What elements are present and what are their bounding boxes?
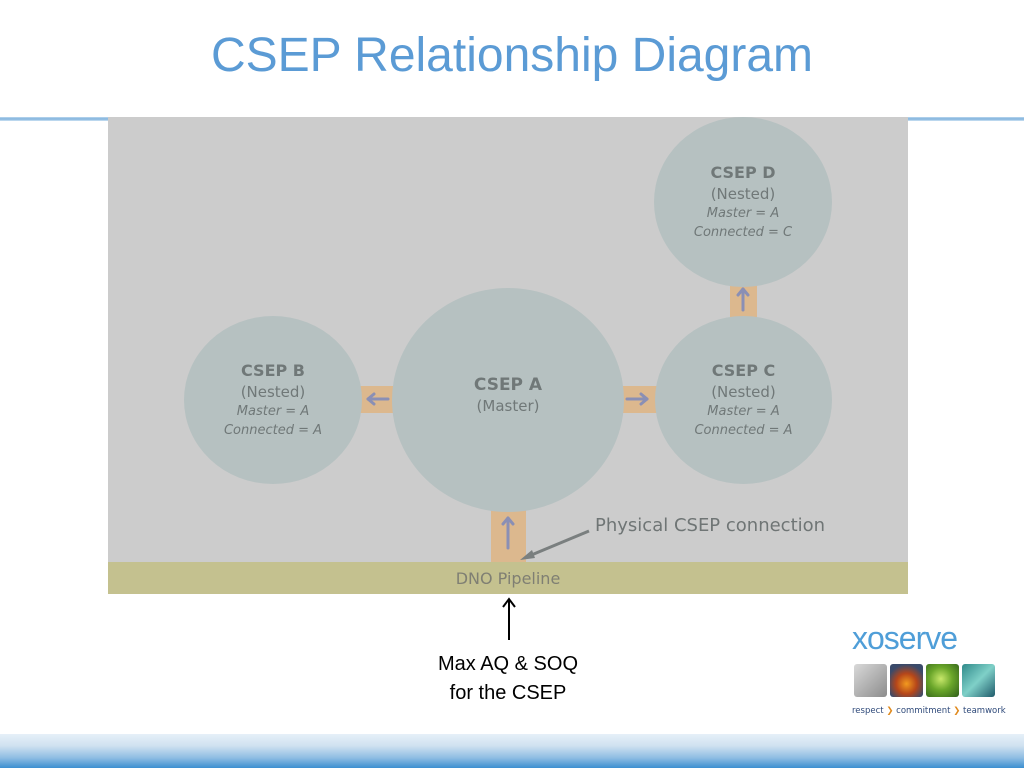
node-master: Master = A [236, 404, 310, 419]
arrow-up-icon [502, 597, 516, 640]
node-role: (Nested) [710, 185, 776, 203]
node-master: Master = A [707, 404, 780, 419]
physical-connection-label: Physical CSEP connection [595, 515, 826, 536]
node-csep-d: CSEP D (Nested) Master = A Connected = C [654, 117, 832, 287]
xoserve-logo: xoserve respect ❯ commitment ❯ teamwork [848, 620, 1006, 718]
node-connected: Connected = A [694, 423, 793, 438]
arrow-up-icon [501, 516, 515, 550]
logo-tile-image [962, 664, 995, 697]
node-role: (Nested) [240, 383, 306, 401]
arrow-right-icon [625, 392, 649, 406]
max-aq-soq-note: Max AQ & SOQ for the CSEP [400, 650, 616, 708]
node-role: (Nested) [711, 383, 776, 401]
logo-tile-image [890, 664, 923, 697]
annotation-pointer [520, 529, 590, 560]
node-csep-a: CSEP A (Master) [392, 288, 624, 512]
node-csep-b: CSEP B (Nested) Master = A Connected = A [184, 316, 362, 484]
node-name: CSEP B [241, 361, 305, 380]
dno-pipeline-bar [108, 562, 908, 594]
footer-band [0, 734, 1024, 768]
logo-tagline: respect ❯ commitment ❯ teamwork [852, 706, 1006, 716]
node-role: (Master) [476, 397, 540, 415]
logo-tile-image [854, 664, 887, 697]
node-master: Master = A [706, 206, 780, 221]
arrow-up-icon [736, 287, 750, 312]
logo-wordmark: xoserve [852, 620, 958, 656]
arrow-left-icon [366, 392, 390, 406]
node-connected: Connected = C [693, 225, 793, 240]
node-connected: Connected = A [223, 423, 323, 438]
dno-pipeline-label: DNO Pipeline [455, 569, 561, 588]
node-name: CSEP A [473, 375, 543, 395]
node-csep-c: CSEP C (Nested) Master = A Connected = A [655, 316, 832, 484]
page-title: CSEP Relationship Diagram [210, 29, 814, 82]
logo-tile-image [926, 664, 959, 697]
note-line-2: for the CSEP [449, 682, 567, 704]
note-line-1: Max AQ & SOQ [437, 653, 579, 675]
node-name: CSEP C [711, 361, 776, 380]
node-name: CSEP D [710, 163, 776, 182]
